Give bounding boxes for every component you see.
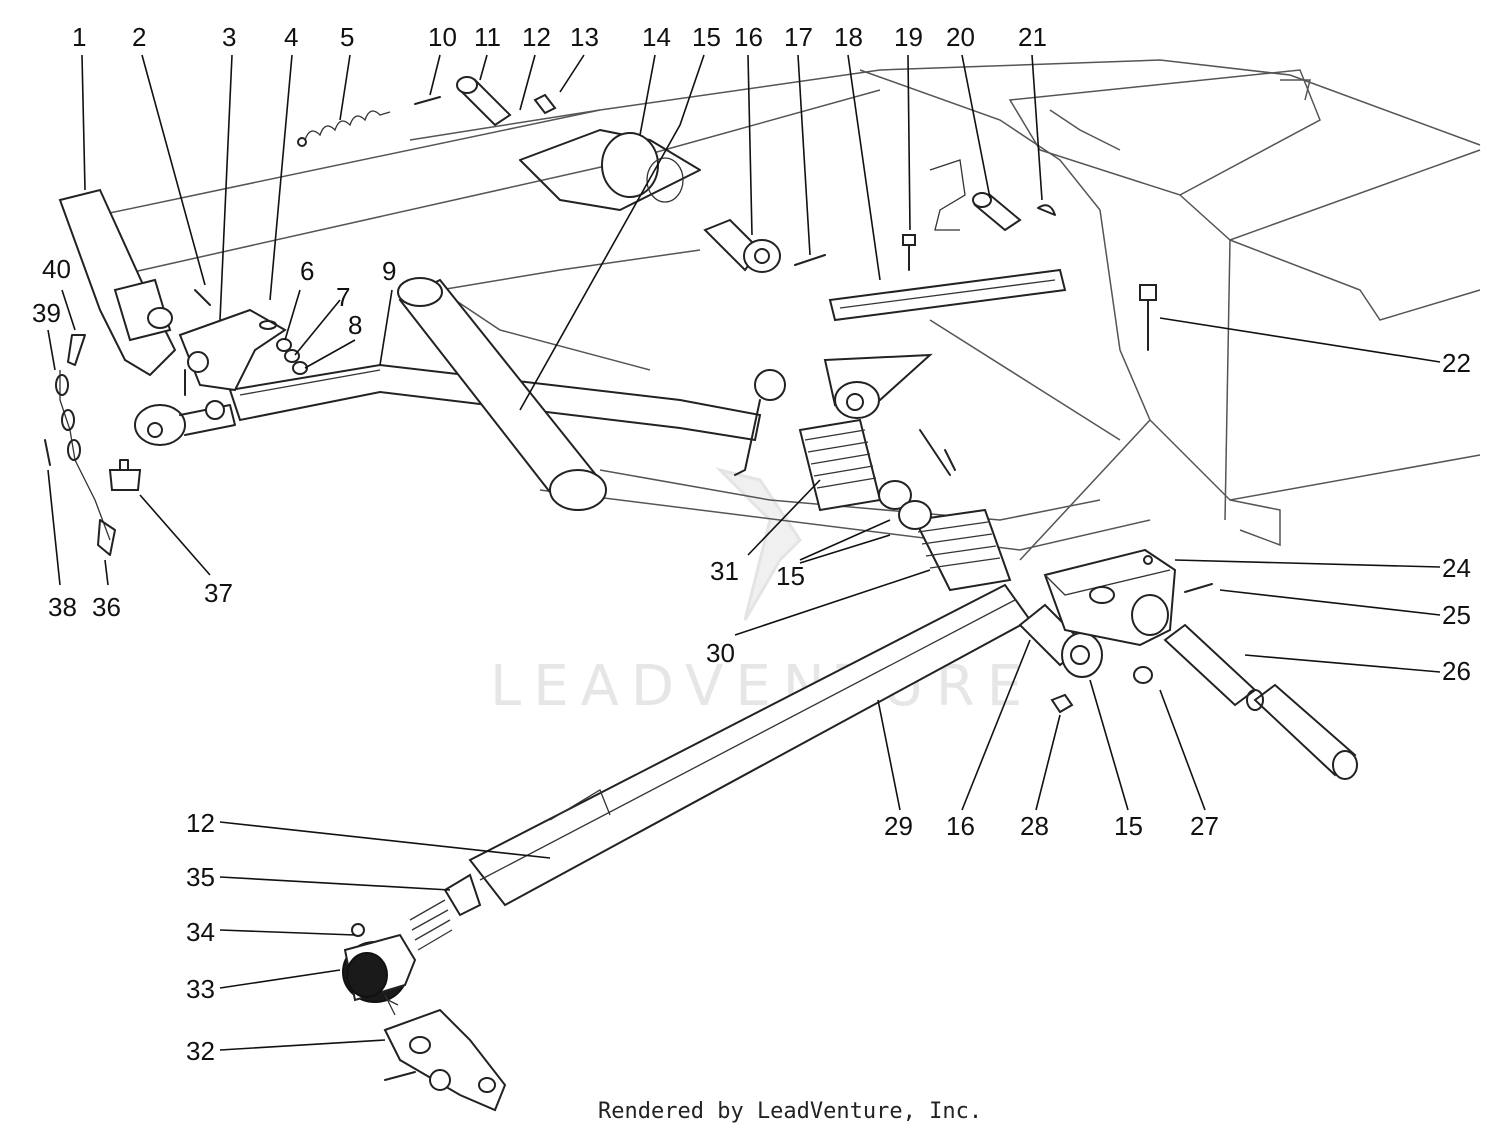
callout-20: 20 bbox=[946, 22, 975, 52]
bracket-4 bbox=[178, 308, 287, 392]
callout-12-lower: 12 bbox=[186, 808, 215, 838]
pin-20 bbox=[972, 192, 1022, 232]
callout-40: 40 bbox=[42, 254, 71, 284]
callout-35: 35 bbox=[186, 862, 215, 892]
axle-tube bbox=[397, 277, 607, 511]
handle-26 bbox=[1163, 623, 1358, 780]
bellows-boot-30 bbox=[878, 429, 1012, 592]
spindle-housing-14 bbox=[519, 129, 701, 211]
pin-11 bbox=[456, 76, 512, 127]
callout-31: 31 bbox=[710, 556, 739, 586]
callout-6: 6 bbox=[300, 256, 314, 286]
cotter-pin-17 bbox=[794, 254, 826, 266]
callout-38: 38 bbox=[48, 592, 77, 622]
callout-8: 8 bbox=[348, 310, 362, 340]
callout-33: 33 bbox=[186, 974, 215, 1004]
callout-11: 11 bbox=[474, 22, 501, 52]
callout-34: 34 bbox=[186, 917, 215, 947]
callout-22: 22 bbox=[1442, 348, 1471, 378]
bushing-16-upper bbox=[703, 218, 781, 273]
callout-17: 17 bbox=[784, 22, 813, 52]
callout-16-lower: 16 bbox=[946, 811, 975, 841]
callout-14: 14 bbox=[642, 22, 671, 52]
callout-24: 24 bbox=[1442, 553, 1471, 583]
callout-12-top: 12 bbox=[522, 22, 551, 52]
tie-rod-end-left bbox=[134, 369, 236, 446]
leader-lines bbox=[47, 54, 1441, 1051]
callout-26: 26 bbox=[1442, 656, 1471, 686]
callout-37: 37 bbox=[204, 578, 233, 608]
chassis-frame bbox=[99, 59, 1481, 561]
bumper-37 bbox=[108, 459, 142, 491]
callout-2: 2 bbox=[132, 22, 146, 52]
grease-fitting-13 bbox=[533, 93, 557, 115]
spring-5 bbox=[297, 110, 391, 147]
pin-25 bbox=[1184, 583, 1213, 593]
callout-36: 36 bbox=[92, 592, 121, 622]
callout-21: 21 bbox=[1018, 22, 1047, 52]
callout-28: 28 bbox=[1020, 811, 1049, 841]
callout-15-right: 15 bbox=[1114, 811, 1143, 841]
callout-32: 32 bbox=[186, 1036, 215, 1066]
pivot-block-24 bbox=[1043, 548, 1177, 647]
callout-18: 18 bbox=[834, 22, 863, 52]
callout-10: 10 bbox=[428, 22, 457, 52]
callout-9: 9 bbox=[382, 256, 396, 286]
center-bracket bbox=[823, 353, 933, 419]
callout-1: 1 bbox=[72, 22, 86, 52]
callout-15-top: 15 bbox=[692, 22, 721, 52]
tie-rod-29 bbox=[468, 583, 1032, 907]
callout-3: 3 bbox=[222, 22, 236, 52]
callout-25: 25 bbox=[1442, 600, 1471, 630]
callout-30: 30 bbox=[706, 638, 735, 668]
callout-7: 7 bbox=[336, 282, 350, 312]
callout-39: 39 bbox=[32, 298, 61, 328]
cotter-pin-10 bbox=[414, 96, 441, 105]
steering-arm-1 bbox=[58, 188, 177, 377]
callout-29: 29 bbox=[884, 811, 913, 841]
bracket-32 bbox=[383, 1008, 507, 1112]
callout-4: 4 bbox=[284, 22, 298, 52]
bolt-19 bbox=[902, 234, 916, 271]
chain-36 bbox=[44, 334, 116, 556]
washers-6-7-8 bbox=[276, 338, 308, 375]
callout-5: 5 bbox=[340, 22, 354, 52]
callout-15-center: 15 bbox=[776, 561, 805, 591]
pin-2 bbox=[194, 289, 211, 306]
nut-27 bbox=[1133, 666, 1153, 684]
bracket-upper bbox=[929, 159, 966, 231]
callout-16-top: 16 bbox=[734, 22, 763, 52]
callout-27: 27 bbox=[1190, 811, 1219, 841]
credit-text: Rendered by LeadVenture, Inc. bbox=[598, 1099, 982, 1124]
callout-13: 13 bbox=[570, 22, 599, 52]
bolt-22 bbox=[1139, 284, 1157, 351]
bushing-16-lower bbox=[1018, 603, 1103, 678]
plate-18 bbox=[828, 268, 1067, 322]
callout-19: 19 bbox=[894, 22, 923, 52]
callout-labels: 1 2 3 4 5 6 7 8 9 10 11 12 13 14 15 16 1… bbox=[32, 22, 1471, 1066]
tie-rod-end-lower bbox=[342, 873, 482, 1016]
clip-21 bbox=[1037, 204, 1056, 216]
nut-28 bbox=[1050, 693, 1074, 714]
